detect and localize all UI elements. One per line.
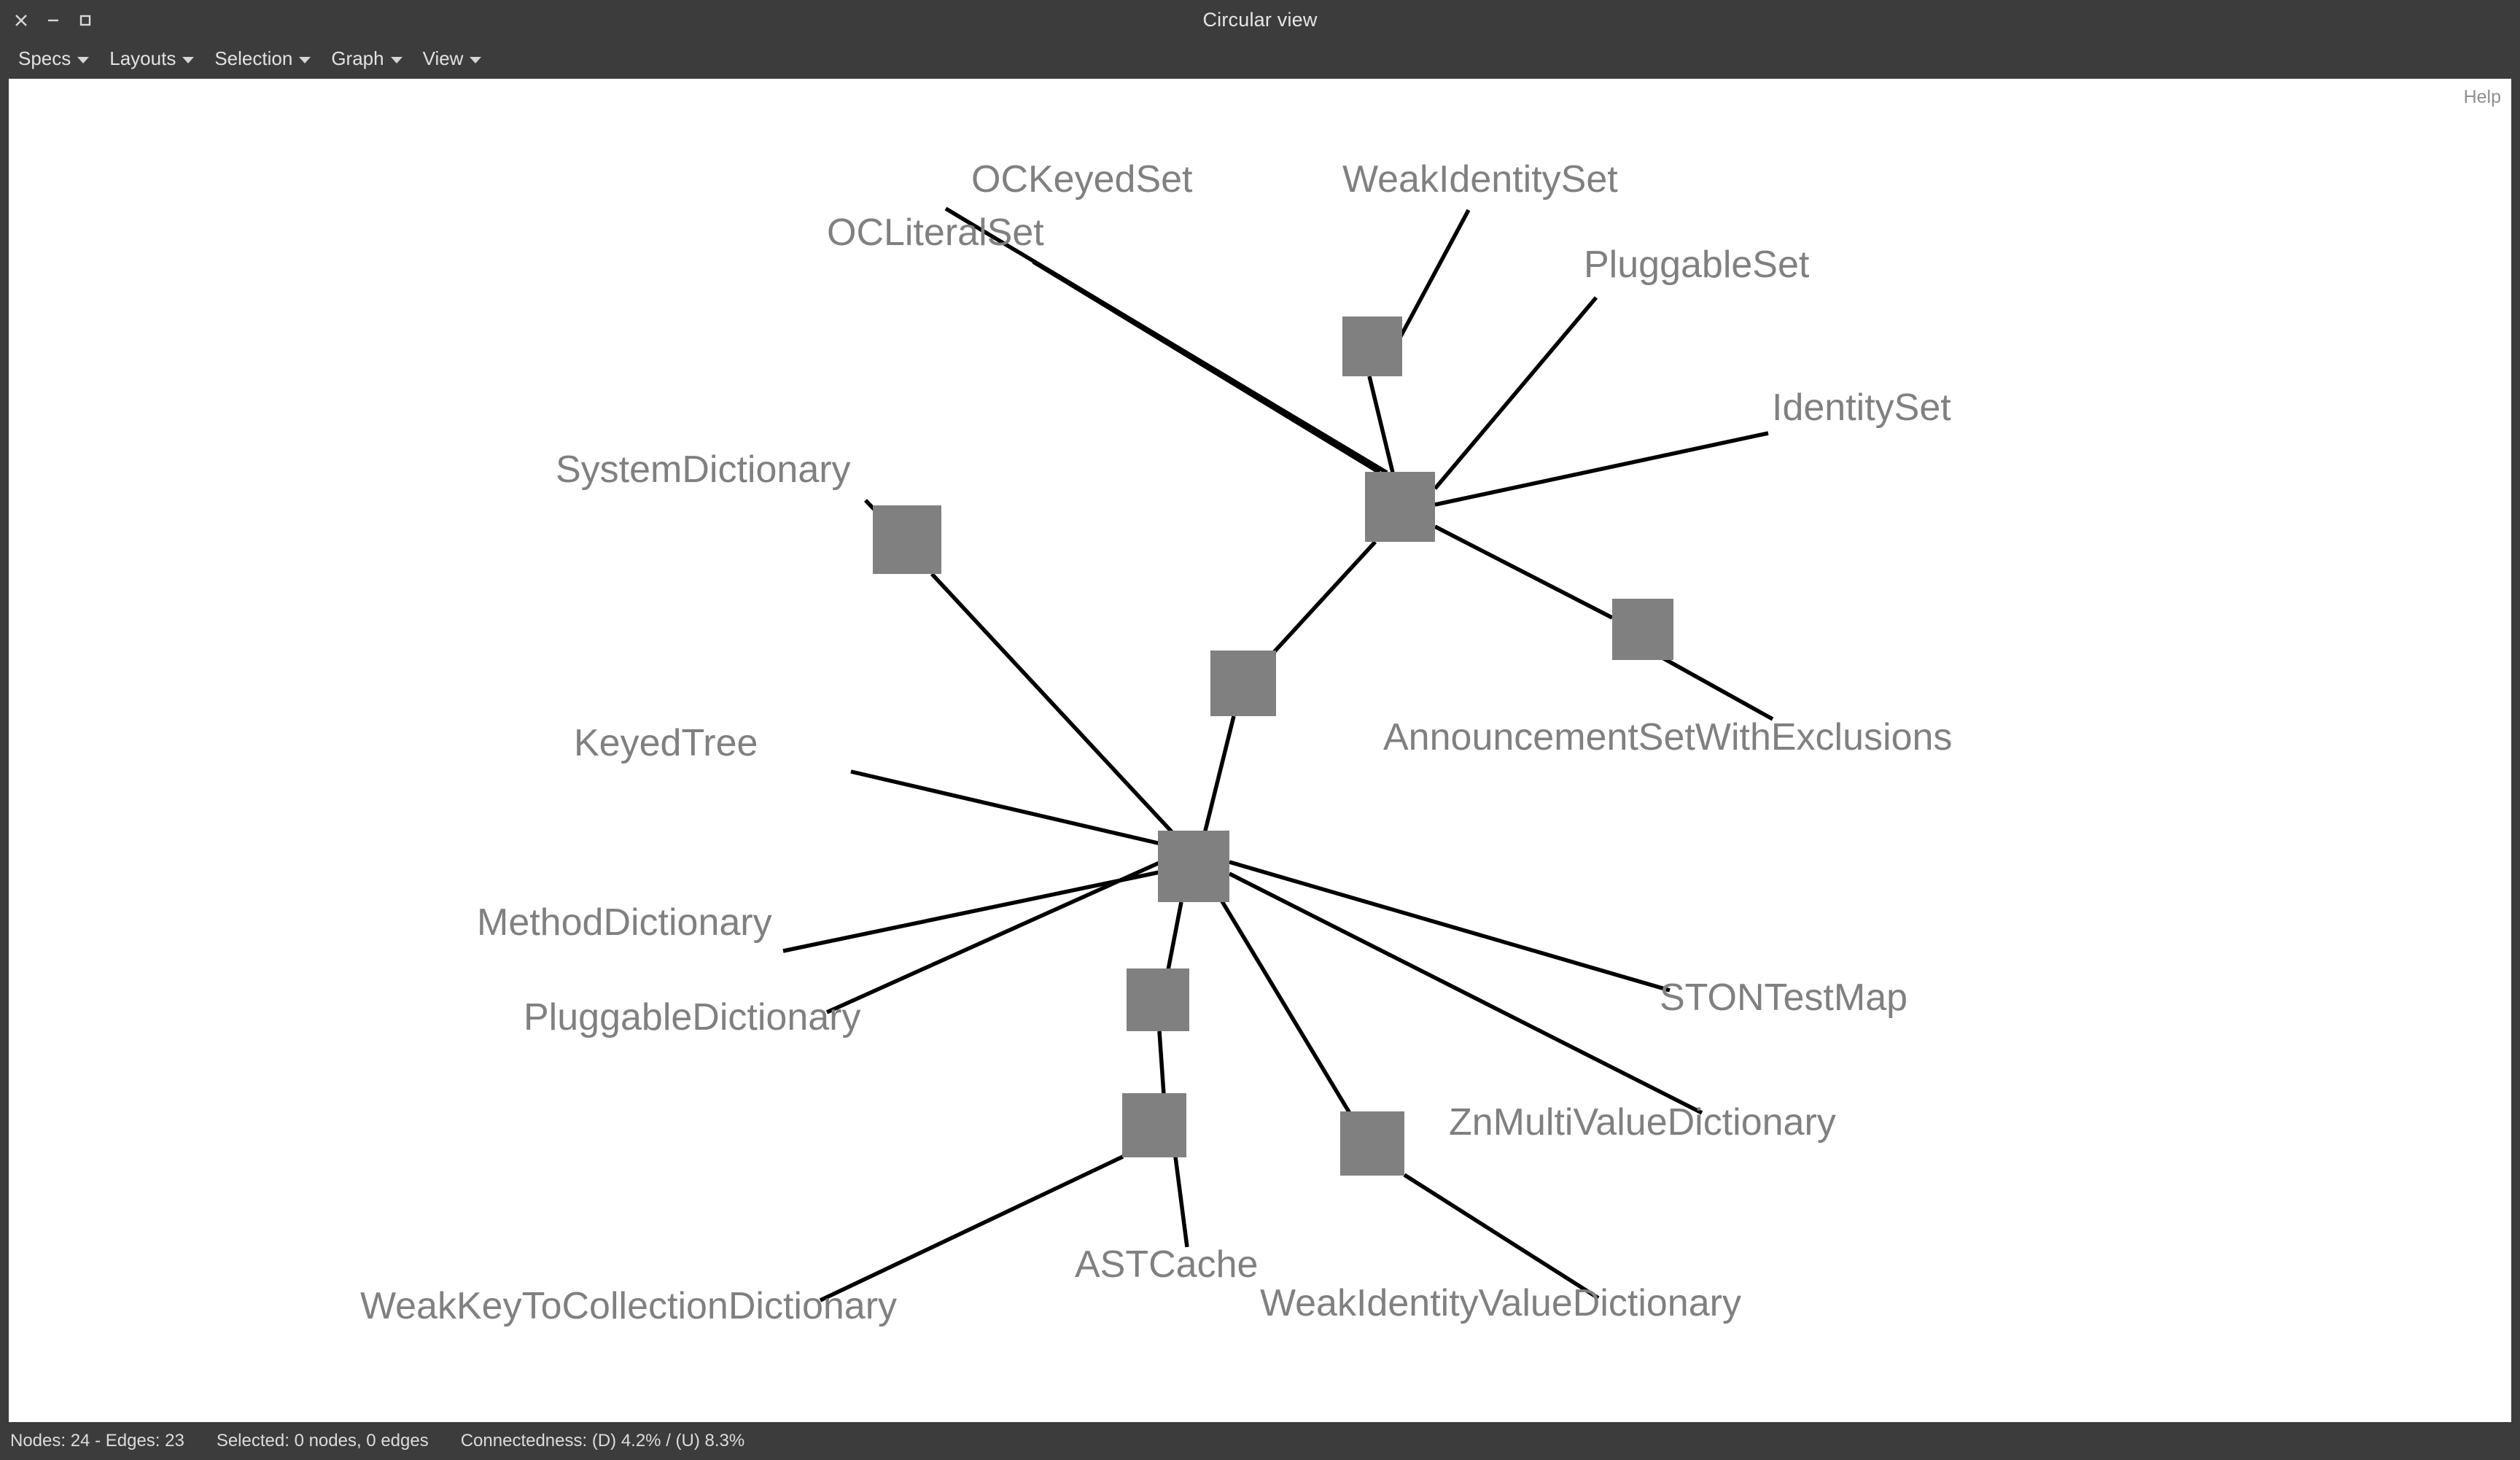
graph-node[interactable]	[1210, 651, 1276, 716]
graph-node-label: IdentitySet	[1772, 387, 1951, 429]
graph-node[interactable]	[1127, 968, 1189, 1031]
graph-node[interactable]	[873, 505, 941, 574]
graph-edge[interactable]	[1032, 260, 1381, 475]
label-layer: OCKeyedSet WeakIdentitySetOCLiteralSetPlu…	[360, 158, 1952, 1327]
graph-node[interactable]	[1612, 599, 1673, 660]
graph-node-label: STONTestMap	[1660, 976, 1908, 1019]
window-title: Circular view	[1202, 9, 1318, 31]
menu-view[interactable]: View	[413, 44, 491, 75]
graph-node-label: PluggableDictionary	[524, 996, 861, 1038]
graph-edge[interactable]	[1367, 376, 1395, 473]
graph-edge[interactable]	[1220, 900, 1353, 1116]
graph-visualization[interactable]: OCKeyedSet WeakIdentitySetOCLiteralSetPlu…	[9, 79, 2511, 1422]
graph-edge[interactable]	[1229, 860, 1671, 993]
chevron-down-icon	[390, 57, 402, 63]
graph-node-label: WeakIdentitySet	[1342, 158, 1618, 201]
graph-node-label: AnnouncementSetWithExclusions	[1383, 716, 1952, 758]
graph-edge[interactable]	[850, 769, 1162, 846]
close-icon[interactable]	[13, 12, 29, 28]
graph-node-label: OCKeyedSet	[971, 158, 1193, 201]
graph-edge[interactable]	[930, 572, 1178, 837]
menu-graph-label: Graph	[331, 47, 384, 69]
graph-edge[interactable]	[1202, 715, 1236, 834]
graph-node-label: PluggableSet	[1584, 244, 1810, 286]
graph-node-label: OCLiteralSet	[827, 211, 1044, 254]
window-controls	[0, 0, 93, 40]
graph-node[interactable]	[1342, 317, 1402, 376]
graph-node[interactable]	[1122, 1093, 1186, 1157]
graph-edge[interactable]	[819, 1154, 1124, 1302]
graph-node-label: WeakIdentityValueDictionary	[1260, 1282, 1741, 1324]
graph-node-label: MethodDictionary	[477, 901, 772, 944]
status-selected: Selected: 0 nodes, 0 edges	[216, 1431, 429, 1451]
chevron-down-icon	[182, 57, 195, 63]
graph-node-label: ASTCache	[1075, 1243, 1258, 1286]
graph-node[interactable]	[1340, 1111, 1404, 1176]
menu-selection[interactable]: Selection	[205, 44, 320, 75]
graph-edge[interactable]	[1434, 431, 1769, 507]
graph-edge[interactable]	[825, 861, 1161, 1014]
status-bar: Nodes: 24 - Edges: 23 Selected: 0 nodes,…	[0, 1422, 2520, 1460]
menu-specs-label: Specs	[18, 47, 71, 69]
menu-layouts-label: Layouts	[109, 47, 176, 69]
menu-bar: Specs Layouts Selection Graph View	[0, 40, 2520, 79]
edge-layer	[782, 206, 1774, 1302]
graph-node[interactable]	[1158, 831, 1229, 902]
menu-view-label: View	[422, 47, 464, 69]
chevron-down-icon	[470, 57, 482, 63]
node-layer	[873, 317, 1673, 1176]
minimize-icon[interactable]	[45, 12, 61, 28]
menu-specs[interactable]: Specs	[9, 44, 98, 75]
chevron-down-icon	[77, 57, 90, 63]
maximize-icon[interactable]	[77, 12, 93, 28]
graph-edge[interactable]	[1434, 524, 1614, 620]
graph-edge[interactable]	[1173, 1156, 1189, 1248]
menu-graph[interactable]: Graph	[322, 44, 411, 75]
graph-node-label: WeakKeyToCollectionDictionary	[360, 1285, 897, 1327]
graph-node-label: SystemDictionary	[556, 449, 851, 491]
graph-node[interactable]	[1365, 472, 1435, 542]
graph-edge[interactable]	[1267, 540, 1377, 659]
graph-edge[interactable]	[1157, 1030, 1166, 1095]
graph-edge[interactable]	[1228, 871, 1703, 1115]
chevron-down-icon	[299, 57, 311, 63]
graph-node-label: ZnMultiValueDictionary	[1449, 1101, 1836, 1143]
graph-edge[interactable]	[1403, 1173, 1600, 1300]
help-link[interactable]: Help	[2463, 87, 2501, 107]
menu-selection-label: Selection	[214, 47, 293, 69]
graph-edge[interactable]	[782, 870, 1160, 953]
status-connectedness: Connectedness: (D) 4.2% / (U) 8.3%	[460, 1431, 745, 1451]
title-bar: Circular view	[0, 0, 2520, 40]
graph-edge[interactable]	[1398, 209, 1471, 339]
graph-node-label: KeyedTree	[574, 722, 758, 764]
status-nodes-edges: Nodes: 24 - Edges: 23	[10, 1431, 184, 1451]
graph-edge[interactable]	[1166, 901, 1183, 971]
graph-edge[interactable]	[1660, 655, 1774, 721]
graph-edge[interactable]	[1433, 296, 1598, 490]
menu-layouts[interactable]: Layouts	[100, 44, 203, 75]
